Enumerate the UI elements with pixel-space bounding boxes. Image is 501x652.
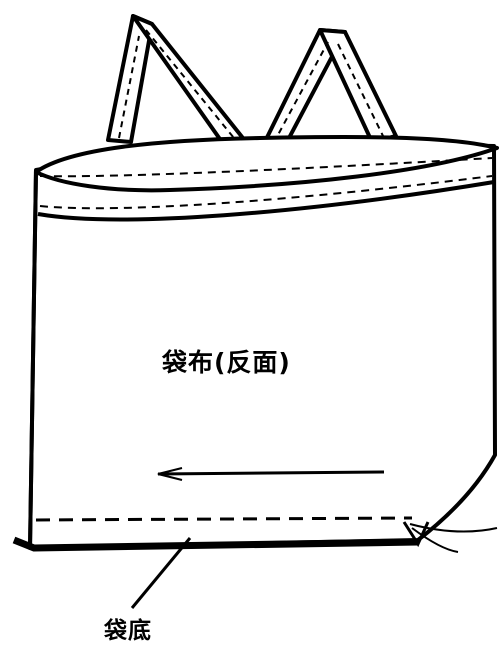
bag-body [28,135,499,550]
hem-stitch-upper [39,157,493,178]
thread-ends [409,523,498,553]
grain-arrow-head [157,467,183,481]
bottom-corner [402,521,430,548]
hem-stitch-lower [39,175,493,210]
left-handle [106,14,272,178]
hem-fold-line [37,180,495,222]
thread-end-lower [411,527,459,553]
bottom-leader-line [130,537,192,609]
bag-body-label: 袋布(反面) [162,348,291,377]
bottom-fold-thick [12,536,419,552]
thread-end-upper [409,523,498,533]
bag-opening [34,135,499,193]
bag-panel [28,142,497,550]
bag-bottom-label: 袋底 [104,618,152,644]
left-handle-stitch [118,29,261,171]
bottom-seam-stitch [35,516,413,522]
grain-arrow [157,467,385,481]
grain-arrow-line [157,470,385,476]
bottom-seam [12,516,430,552]
side-edge [28,169,38,549]
